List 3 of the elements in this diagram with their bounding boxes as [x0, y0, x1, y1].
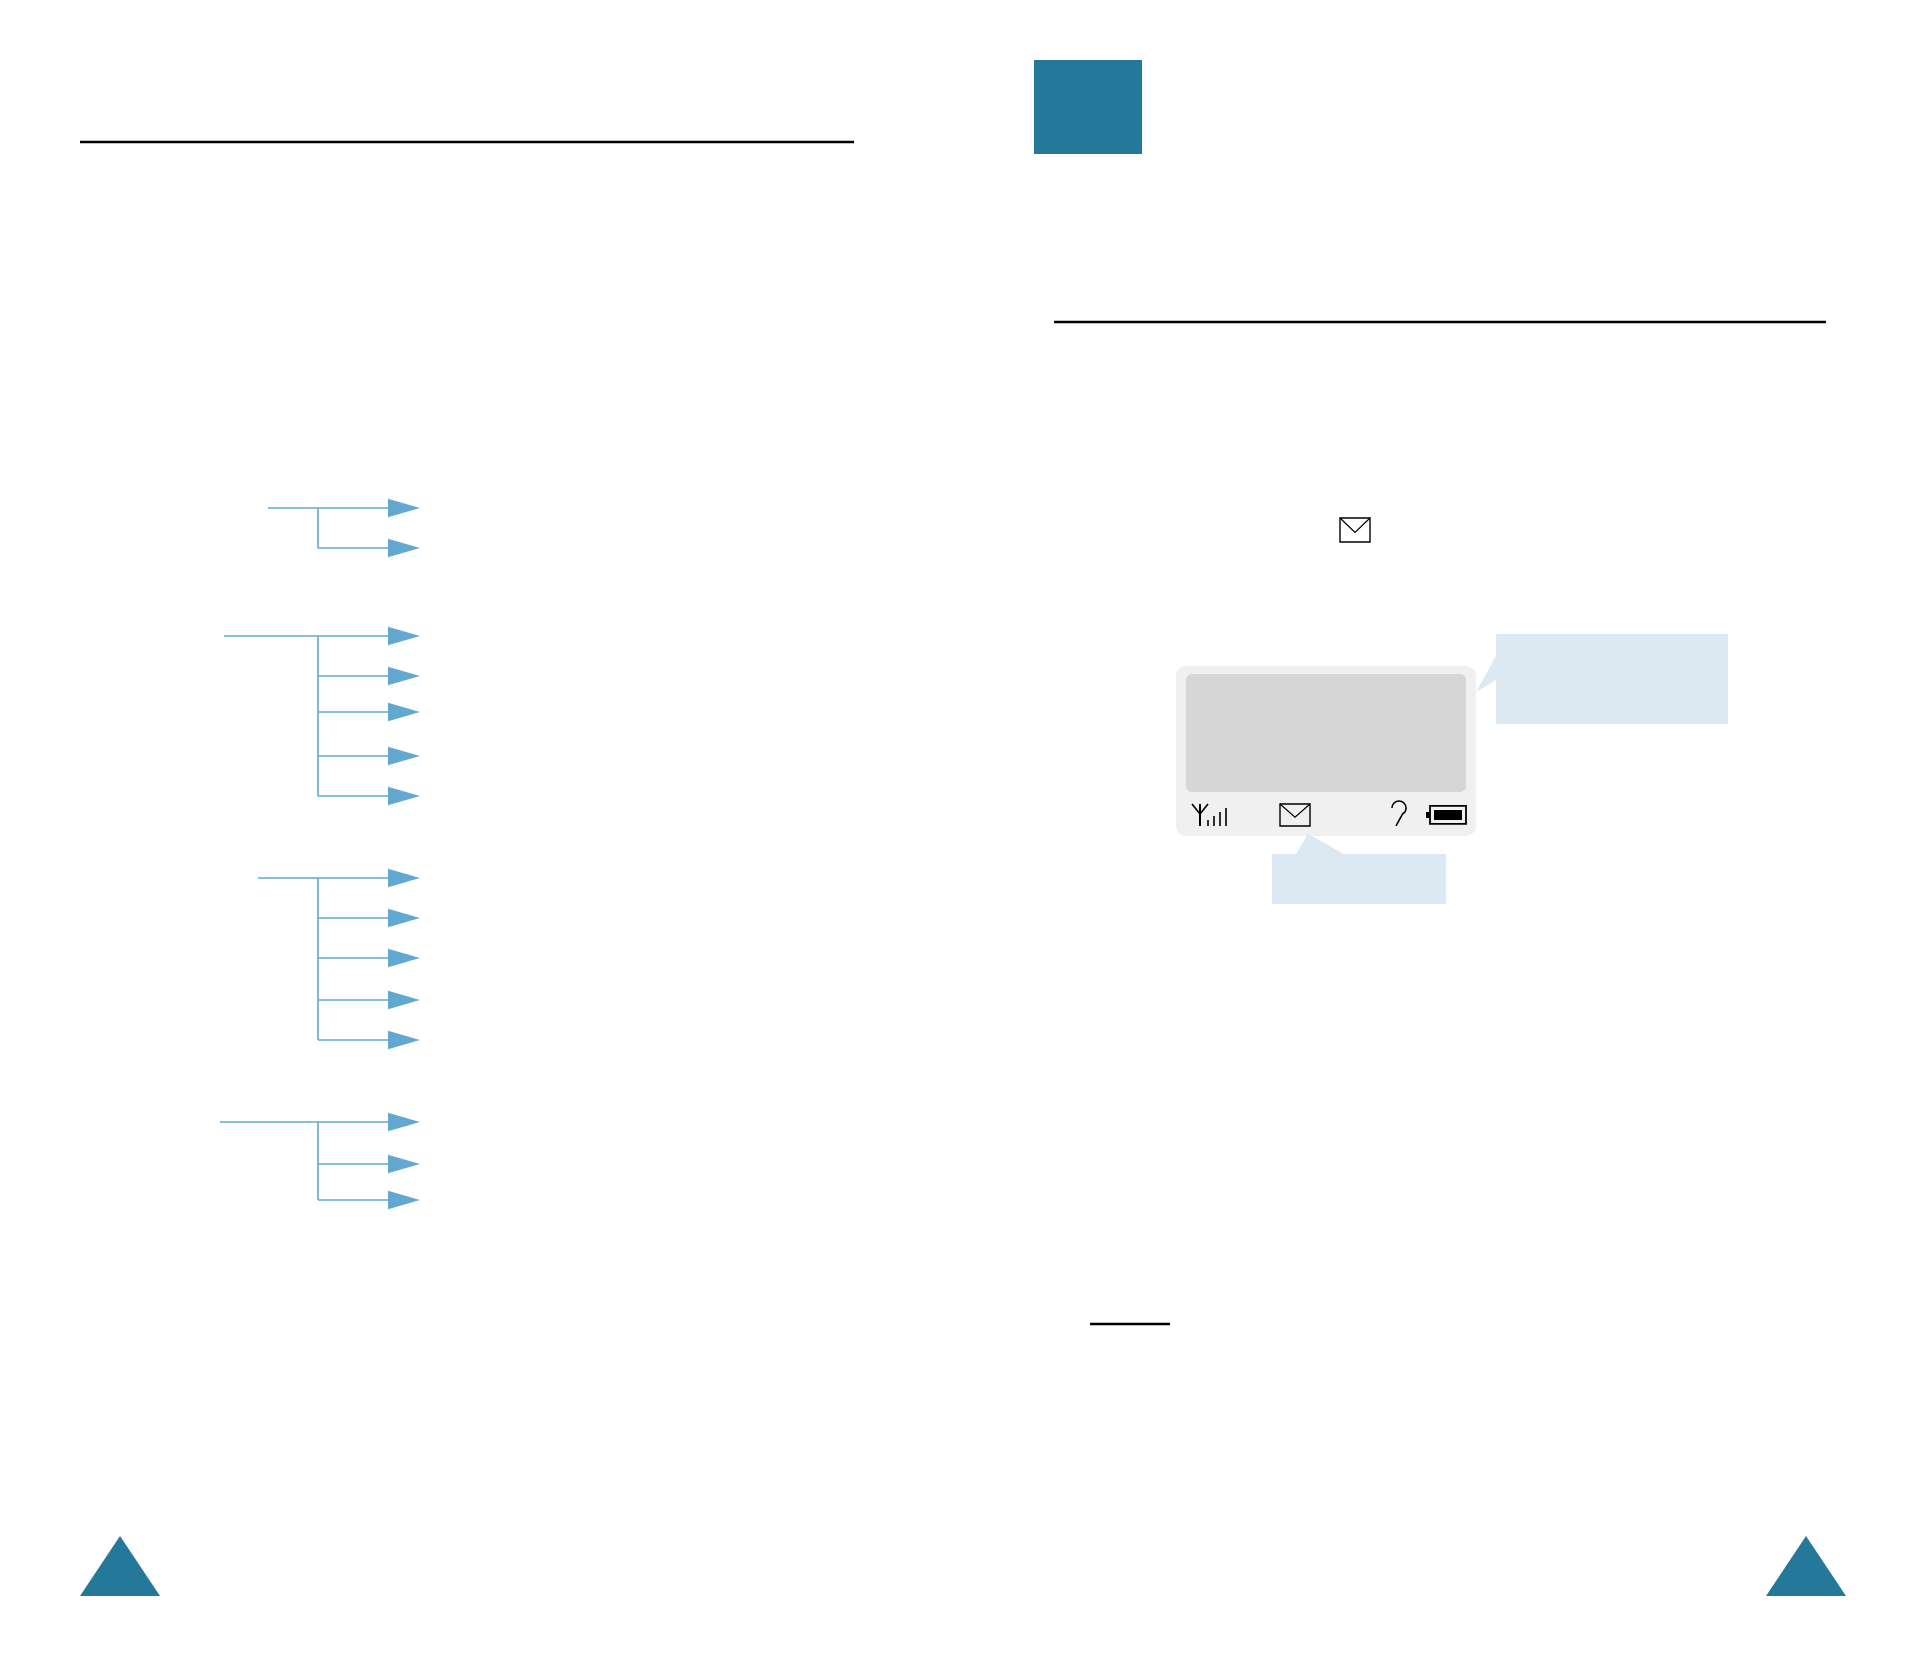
callout-box	[1476, 633, 1728, 724]
phone-display-drawing	[1176, 665, 1476, 836]
callout-box	[1272, 833, 1446, 904]
